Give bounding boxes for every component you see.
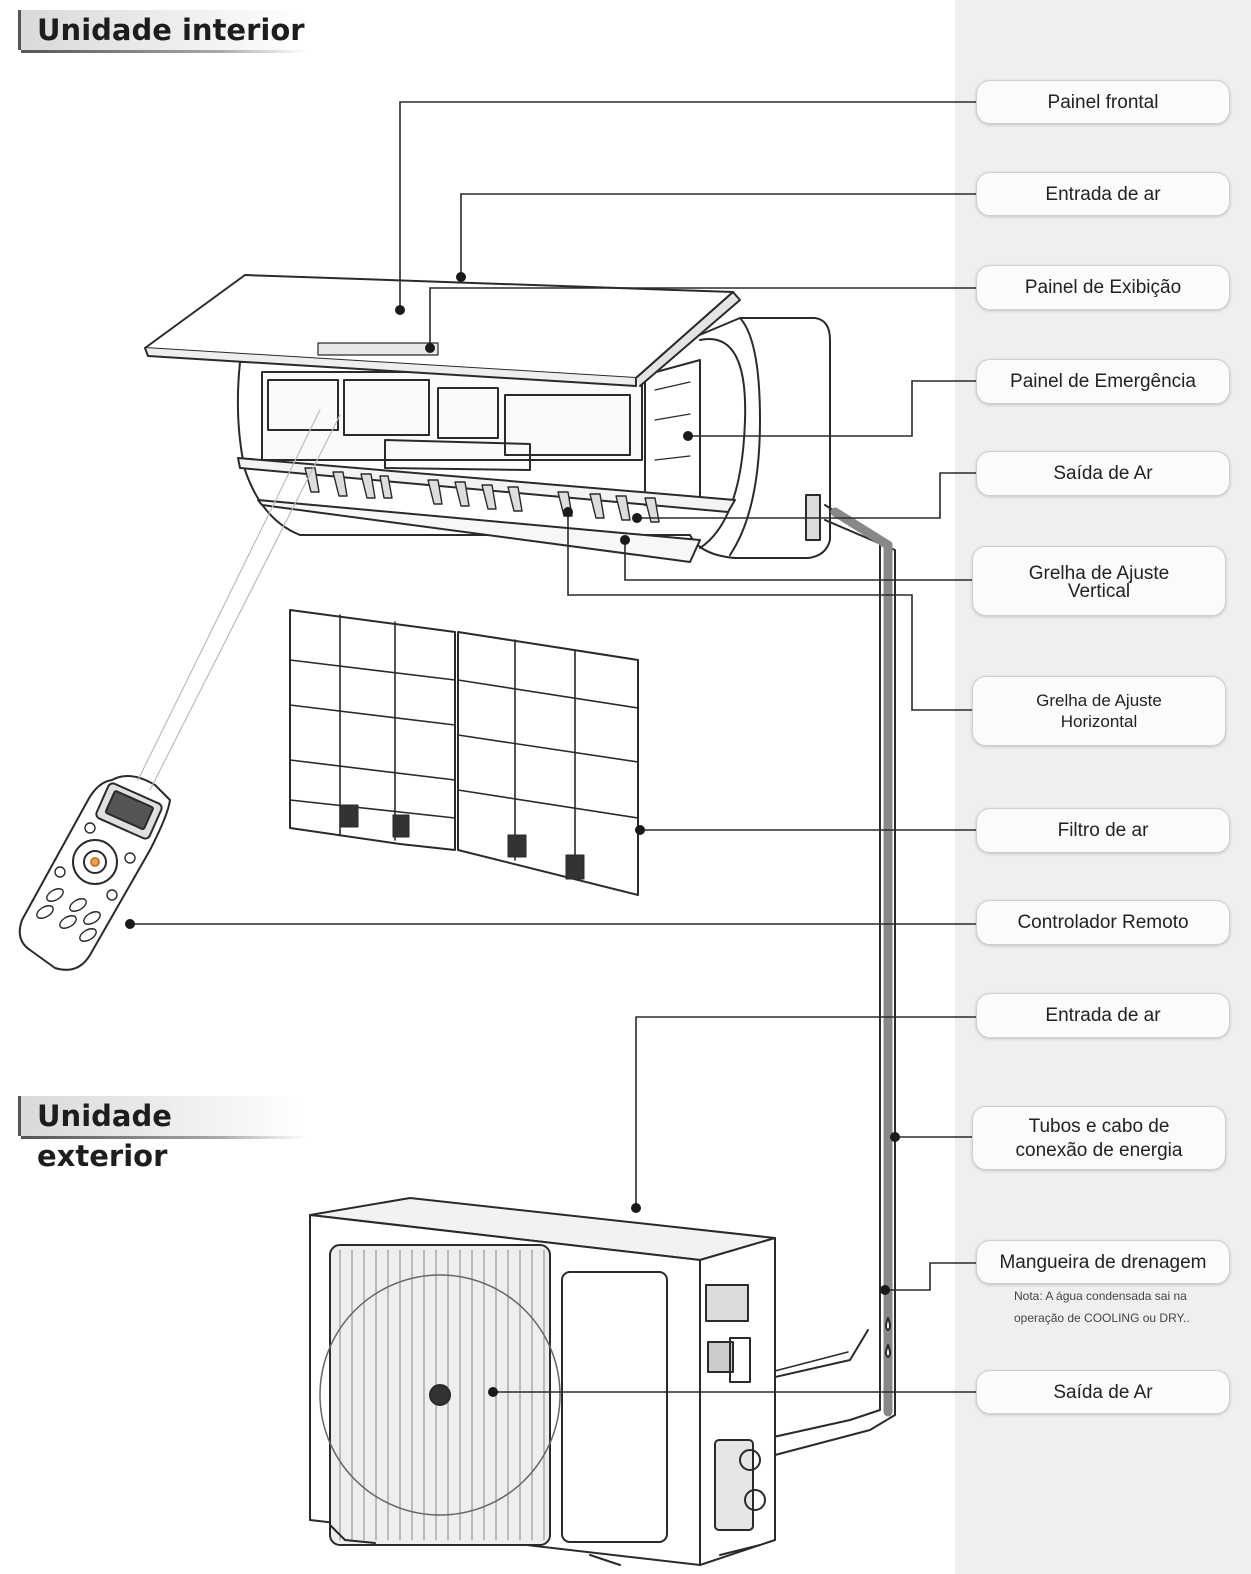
label-air-outlet-indoor: Saída de Ar <box>976 451 1230 496</box>
label-air-inlet-indoor: Entrada de ar <box>976 172 1230 216</box>
label-air-outlet-outdoor: Saída de Ar <box>976 1370 1230 1414</box>
connecting-pipes <box>739 504 896 1456</box>
label-air-inlet-outdoor: Entrada de ar <box>976 993 1230 1038</box>
label-remote-controller: Controlador Remoto <box>976 900 1230 945</box>
label-air-filter: Filtro de ar <box>976 808 1230 853</box>
label-pipes-power-cable: Tubos e cabo de conexão de energia <box>972 1106 1226 1170</box>
label-front-panel: Painel frontal <box>976 80 1230 124</box>
note-line2: operação de COOLING ou DRY.. <box>1014 1311 1190 1325</box>
label-vertical-louver-line2: Vertical <box>1067 580 1131 602</box>
label-emergency-panel: Painel de Emergência <box>976 359 1230 404</box>
label-display-panel: Painel de Exibição <box>976 265 1230 310</box>
air-filter <box>289 609 639 896</box>
label-horizontal-louver-line1: Grelha de Ajuste <box>1036 691 1162 710</box>
label-pipes-line1: Tubos e cabo de <box>1028 1115 1170 1137</box>
label-pipes-line2: conexão de energia <box>1015 1139 1183 1161</box>
note-line1: Nota: A água condensada sai na <box>1014 1289 1187 1303</box>
drain-hose-note: Nota: A água condensada sai na operação … <box>1014 1285 1224 1329</box>
front-panel-shape <box>144 274 734 379</box>
label-horizontal-louver-line2: Horizontal <box>1060 712 1138 731</box>
outdoor-unit-title: Unidade exterior <box>18 1096 306 1173</box>
indoor-unit <box>236 317 831 563</box>
label-vertical-louver: Grelha de Ajuste Vertical <box>972 546 1226 616</box>
label-vertical-louver-line1: Grelha de Ajuste <box>1028 562 1170 584</box>
callout-column-background <box>955 0 1251 1574</box>
label-drain-hose: Mangueira de drenagem <box>976 1240 1230 1284</box>
remote-controller <box>18 409 341 971</box>
outdoor-unit <box>309 1197 776 1566</box>
indoor-unit-title: Unidade interior <box>18 10 306 53</box>
label-horizontal-louver: Grelha de Ajuste Horizontal <box>972 676 1226 746</box>
